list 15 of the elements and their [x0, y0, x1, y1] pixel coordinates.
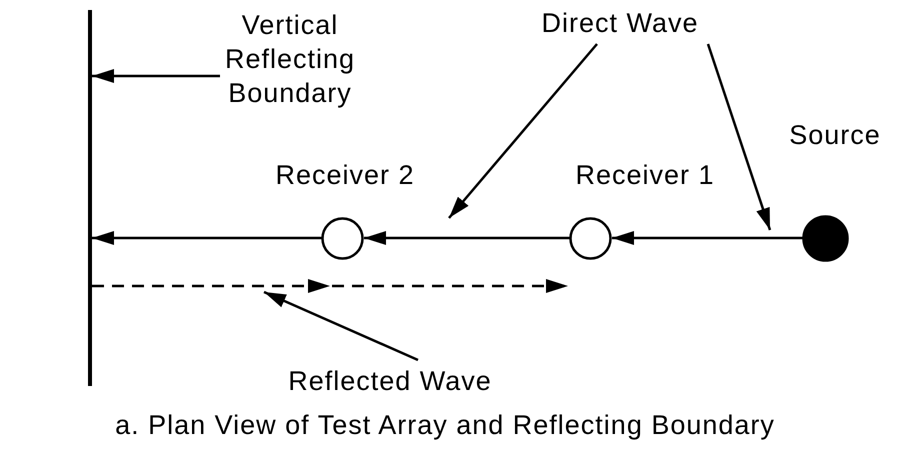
wave-arrow	[612, 231, 803, 245]
leader-line	[448, 43, 598, 219]
receiver-label: Receiver 1	[574, 159, 716, 192]
callout-text: Direct Wave	[495, 6, 745, 40]
leader-line	[264, 290, 418, 362]
figure-caption: a. Plan View of Test Array and Reflecting Boundary	[114, 409, 776, 442]
wave-arrow	[92, 231, 322, 245]
reflected-wave-arrow	[92, 279, 568, 293]
leader-line	[706, 44, 772, 230]
leader-line	[92, 69, 220, 83]
receiver-label: Receiver 2	[274, 159, 416, 192]
source-label: Source	[788, 119, 882, 152]
callout-text: Reflected Wave	[250, 364, 530, 398]
callout-text: Vertical Reflecting Boundary	[185, 8, 395, 110]
wave-arrow	[364, 231, 570, 245]
